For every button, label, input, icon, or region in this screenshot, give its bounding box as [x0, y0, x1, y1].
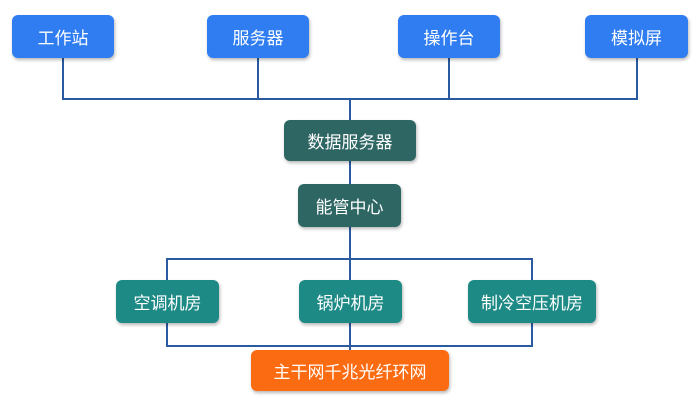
boiler-room-node: 锅炉机房 [299, 280, 402, 323]
data-server-node: 数据服务器 [284, 120, 416, 161]
console-node: 操作台 [398, 15, 500, 58]
hvac-room-node: 空调机房 [116, 280, 219, 323]
workstation-node: 工作站 [12, 15, 114, 58]
chiller-compressor-room-node: 制冷空压机房 [468, 280, 596, 323]
fiber-ring-network-node: 主干网千兆光纤环网 [251, 350, 449, 391]
sim-screen-node: 模拟屏 [585, 15, 688, 58]
server-node: 服务器 [207, 15, 309, 58]
energy-center-node: 能管中心 [298, 184, 401, 227]
